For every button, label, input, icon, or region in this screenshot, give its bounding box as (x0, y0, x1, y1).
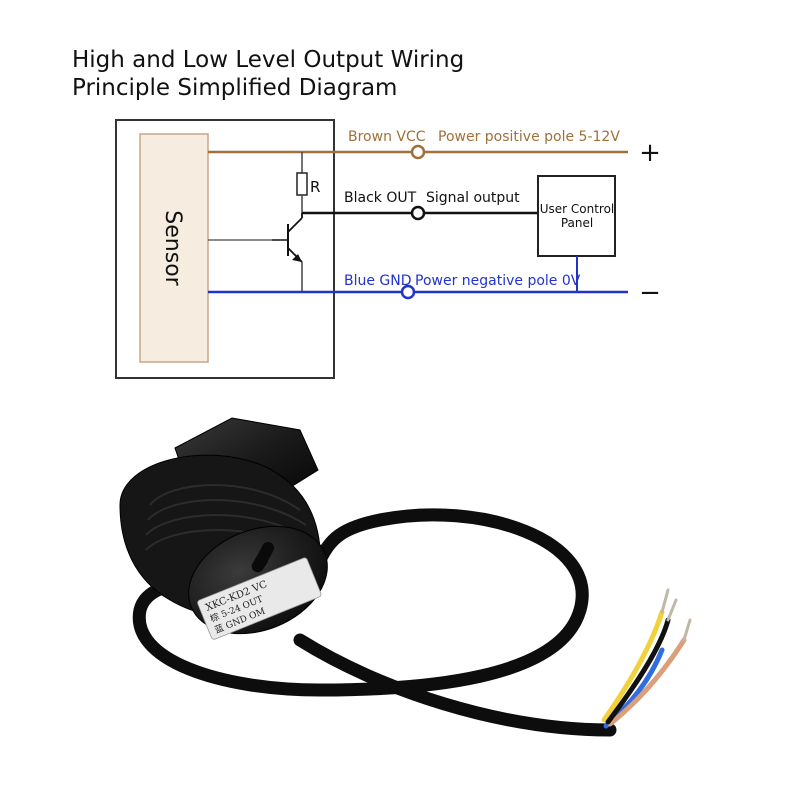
wire-yellow (601, 609, 665, 723)
diagram-title: High and Low Level Output Wiring Princip… (72, 46, 672, 102)
stripped-wire-ends (601, 588, 692, 729)
user-control-panel (537, 175, 616, 257)
wire-black (605, 617, 671, 725)
sensor-cable (132, 508, 589, 697)
minus-terminal: − (639, 278, 661, 308)
vcc-wire-name: Brown VCC (348, 129, 426, 145)
resistor-label: R (310, 178, 320, 196)
sensor-cable-tail (293, 633, 617, 737)
gnd-terminal-dot (400, 284, 416, 300)
vcc-wire-description: Power positive pole 5-12V (438, 129, 620, 145)
panel-label-line2: Panel (561, 216, 593, 230)
copper-tip-1 (660, 588, 670, 614)
wire-brown (607, 637, 687, 727)
panel-label-line1: User Control (540, 202, 615, 216)
cable-exit (251, 542, 274, 573)
copper-tip-3 (666, 598, 678, 622)
sensor-element (139, 133, 209, 363)
out-terminal-dot (410, 205, 426, 221)
copper-tip-2 (682, 618, 692, 642)
sensor-label: Sensor (160, 210, 185, 286)
out-wire-name: Black OUT (344, 190, 417, 206)
wiring-diagram: Sensor Brown VCC Power positive pole 5-1… (115, 119, 661, 379)
gnd-wire-description: Power negative pole 0V (415, 273, 581, 289)
gnd-wire-name: Blue GND (344, 273, 412, 289)
transistor-collector (287, 217, 303, 233)
sensor-label-sticker: XKC-KD2 VC 棕 5-24 OUT 蓝 GND OM (197, 557, 322, 640)
out-wire-description: Signal output (426, 190, 520, 206)
title-line-2: Principle Simplified Diagram (72, 75, 398, 101)
plus-terminal: + (639, 138, 661, 168)
vcc-terminal-dot (410, 144, 426, 160)
transistor-emitter-arrow (292, 254, 302, 262)
title-line-1: High and Low Level Output Wiring (72, 47, 465, 73)
